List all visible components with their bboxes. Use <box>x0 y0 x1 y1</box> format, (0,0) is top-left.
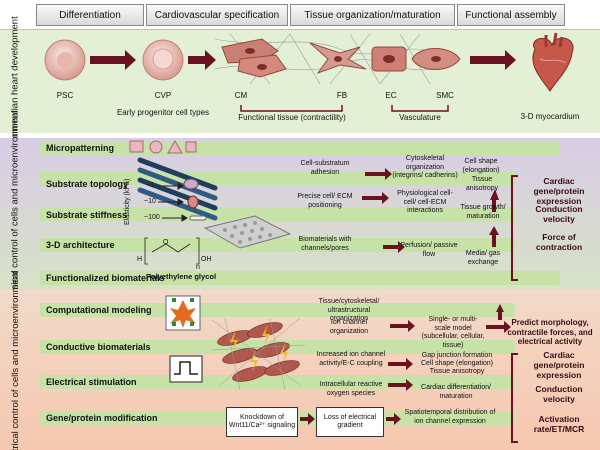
functional-tissue-bracket <box>240 105 343 112</box>
myocardium-label: 3-D myocardium <box>520 112 580 121</box>
biomaterials-channels-pores: Biomaterials with channels/pores <box>298 236 352 252</box>
psc-label: PSC <box>56 91 74 100</box>
cardiac-differentiation-maturation: Cardiac differentiation/ maturation <box>421 384 491 400</box>
row-substrate-topology: Substrate topology <box>46 179 129 189</box>
cvp-label: CVP <box>154 91 172 100</box>
increased-ion-channel-activity: Increased ion channel activity/E-C coupl… <box>316 351 386 367</box>
ion-channel-organization: Ion channel organization <box>329 319 369 335</box>
elec-result-cardiac-gene: Cardiac gene/protein expression <box>533 350 585 380</box>
cell-shape-elongation: Cell shape (elongation) <box>462 158 500 174</box>
row-3d-architecture: 3-D architecture <box>46 240 115 250</box>
single-multi-scale-model: Single- or multi- scale model (subcellul… <box>421 316 485 349</box>
loss-electrical-gradient-box: Loss of electrical gradient <box>316 407 384 437</box>
smc-label: SMC <box>436 91 454 100</box>
row-electrical-stimulation: Electrical stimulation <box>46 377 137 387</box>
elec-result-activation-rate: Activation rate/ET/MCR <box>533 414 585 434</box>
header-tissue-organization: Tissue organization/maturation <box>290 4 455 26</box>
peg-structure-icon <box>144 237 200 265</box>
brain-tissue-icon <box>183 178 199 190</box>
fibroblast-icon <box>309 42 367 75</box>
physiological-interactions: Physiological cell-cell/ cell-ECM intera… <box>397 190 453 214</box>
peg-formula-oh: OH <box>201 256 212 263</box>
knockdown-box: Knockdown of Wnt11/Ca²⁺ signaling <box>226 407 298 437</box>
elasticity-axis-label: Elasticity (kPa) <box>124 178 131 225</box>
media-gas-exchange: Media/ gas exchange <box>465 250 501 266</box>
vasculature-label: Vasculature <box>399 113 441 122</box>
functional-tissue-label: Functional tissue (contractility) <box>238 113 346 122</box>
bio-result-force-contraction: Force of contraction <box>535 232 583 252</box>
stiffness-value-1: ~1 <box>146 182 154 189</box>
gap-junction-formation: Gap junction formation <box>421 352 493 359</box>
development-section <box>0 29 600 133</box>
peg-label: Polyethylene glycol <box>146 272 217 281</box>
elec-result-conduction-velocity: Conduction velocity <box>535 384 583 404</box>
heart-tissue-icon <box>187 195 199 209</box>
precise-cell-ecm-positioning: Precise cell/ ECM positioning <box>297 193 353 209</box>
vasculature-bracket <box>391 105 449 112</box>
computational-model-icon <box>165 295 201 331</box>
arrow-tissue-heart-icon <box>470 50 516 70</box>
bone-tissue-icon <box>189 215 207 221</box>
row-gene-protein-modification: Gene/protein modification <box>46 413 158 423</box>
electrical-illustrations <box>165 295 518 443</box>
computational-modeling-band <box>40 303 515 317</box>
header-cardiovascular-specification: Cardiovascular specification <box>146 4 288 26</box>
biophysical-flow-arrows <box>362 168 499 253</box>
peg-formula-h: H <box>137 256 143 263</box>
stimulation-waveform-icon <box>169 355 203 383</box>
predict-morphology: Predict morphology, contractile forces, … <box>507 318 593 346</box>
perfusion-passive-flow: Perfusion/ passive flow <box>400 242 458 258</box>
stiffness-value-10: ~10 <box>144 198 156 205</box>
tissue-cytoskeletal-organization: Tissue/cytoskeletal/ ultrastructural org… <box>318 298 380 322</box>
row-substrate-stiffness: Substrate stiffness <box>46 210 128 220</box>
ec-label: EC <box>385 91 397 100</box>
peg-formula-n: n <box>196 264 200 271</box>
header-functional-assembly: Functional assembly <box>457 4 565 26</box>
stiffness-value-100: ~100 <box>144 214 160 221</box>
cm-label: CM <box>234 91 248 100</box>
3d-scaffold-icon <box>203 215 292 249</box>
row-computational-modeling: Computational modeling <box>46 305 152 315</box>
elec-tissue-anisotropy: Tissue anisotropy <box>429 368 485 375</box>
cardiomyocyte-icon <box>221 38 287 78</box>
electrical-results-bracket <box>511 353 518 443</box>
peg-formula-o: O <box>163 239 169 246</box>
elec-cell-shape: Cell shape (elongation) <box>421 360 493 367</box>
biophysical-results-bracket <box>511 175 518 281</box>
bio-result-conduction-velocity: Conduction velocity <box>535 204 583 224</box>
tissue-anisotropy: Tissue anisotropy <box>465 176 499 192</box>
heart-icon <box>532 32 574 92</box>
row-conductive-biomaterials: Conductive biomaterials <box>46 342 151 352</box>
cell-substratum-adhesion: Cell-substratum adhesion <box>300 160 350 176</box>
early-progenitor-label: Early progenitor cell types <box>116 108 210 117</box>
cytoskeletal-organization: Cytoskeletal organization (integrins/ ca… <box>392 155 458 179</box>
micropattern-shapes-icon <box>129 140 197 154</box>
row-micropatterning: Micropatterning <box>46 143 115 153</box>
electrical-flow-arrows <box>300 304 511 425</box>
cvp-cell-icon <box>142 39 184 81</box>
functionalized-biomaterials-band <box>40 271 560 285</box>
conductive-tissue-mesh-icon <box>211 317 306 391</box>
psc-cell-icon <box>44 39 86 81</box>
header-differentiation: Differentiation <box>36 4 144 26</box>
development-illustration <box>44 32 574 112</box>
smooth-muscle-cell-icon <box>411 48 461 70</box>
arrow-cvp-tissue-icon <box>188 50 216 70</box>
row-functionalized-biomaterials: Functionalized biomaterials <box>46 273 165 283</box>
endothelial-cell-icon <box>371 46 407 72</box>
fb-label: FB <box>336 91 348 100</box>
bio-result-cardiac-gene: Cardiac gene/protein expression <box>533 176 585 206</box>
stiffness-arrows-icon <box>158 182 188 222</box>
tissue-growth-maturation: Tissue growth/ maturation <box>460 204 506 220</box>
spatiotemporal-ion-channel: Spatiotemporal distribution of ion chann… <box>404 409 496 425</box>
biophysical-illustrations <box>129 140 518 281</box>
substrate-stiffness-band <box>40 207 515 221</box>
intracellular-ros: Intracellular reactive oxygen species <box>319 381 383 397</box>
arrow-psc-cvp-icon <box>90 50 136 70</box>
